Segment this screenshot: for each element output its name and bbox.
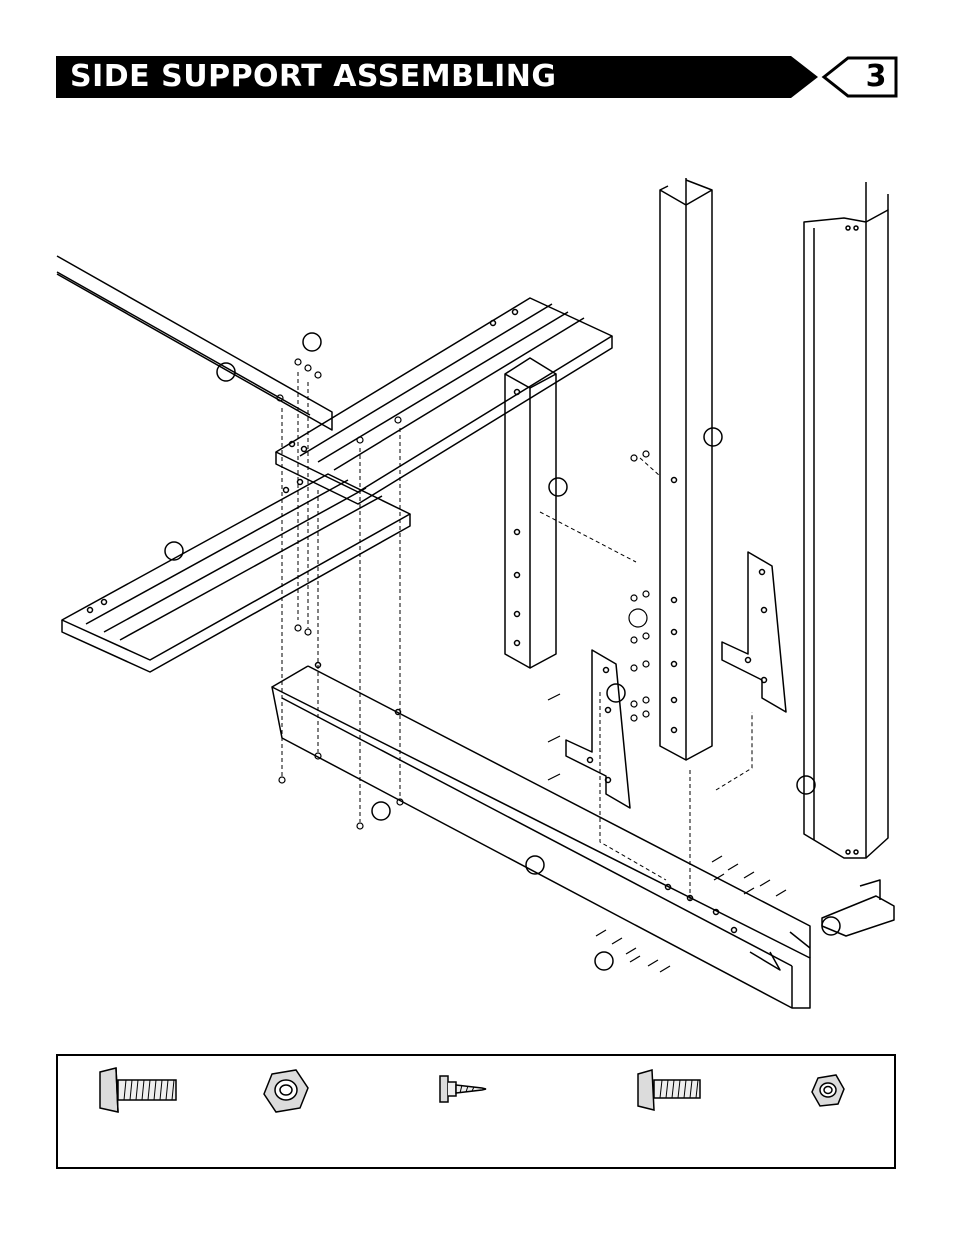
floor-panel-upper <box>276 298 612 504</box>
hex-bolt-short-icon <box>634 1068 704 1112</box>
washer-screw-icon <box>438 1072 488 1106</box>
step-number: 3 <box>856 58 896 96</box>
tall-post-rear <box>797 182 888 858</box>
assembly-diagram <box>0 150 954 1030</box>
fastener-group <box>277 359 786 972</box>
hex-nut-large-icon <box>262 1066 310 1114</box>
short-post <box>505 358 567 668</box>
hex-nut-small-icon <box>810 1072 846 1108</box>
bottom-channel <box>272 663 810 1009</box>
corner-bracket-right <box>722 552 786 712</box>
corner-bracket-left <box>566 650 630 808</box>
hardware-legend <box>56 1054 896 1169</box>
small-corner-bracket <box>822 880 894 936</box>
hex-bolt-long-icon <box>96 1066 180 1114</box>
page-title: SIDE SUPPORT ASSEMBLING <box>70 59 557 95</box>
tall-post-front <box>660 178 722 760</box>
long-side-rail <box>57 256 332 430</box>
section-header: SIDE SUPPORT ASSEMBLING 3 <box>56 56 898 98</box>
